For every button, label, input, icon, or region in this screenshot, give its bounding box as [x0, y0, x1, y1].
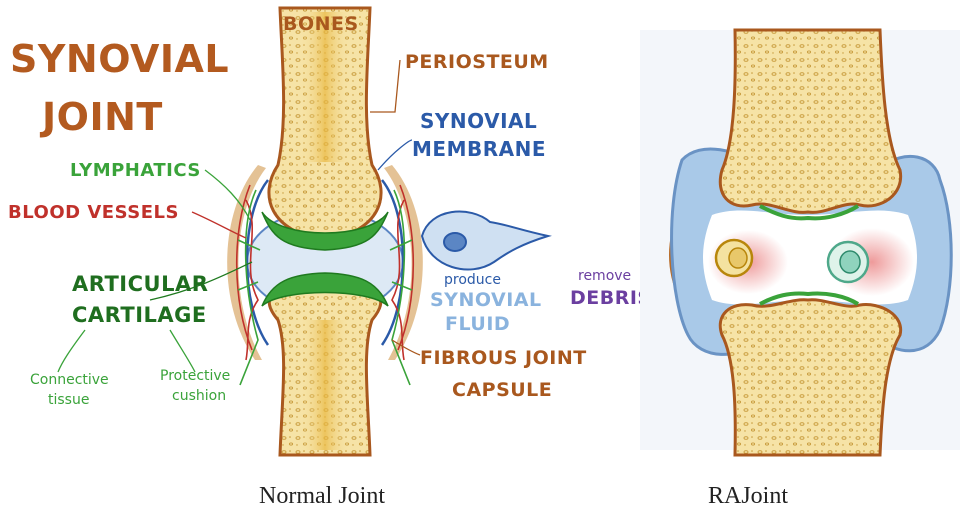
label-synovial-membrane-2: MEMBRANE: [412, 137, 546, 161]
label-blood-vessels: BLOOD VESSELS: [8, 202, 179, 223]
synoviocyte-cell: [422, 212, 548, 270]
synoviocyte-nucleus: [444, 233, 466, 251]
ra-immune-cell-left-nucleus: [729, 248, 747, 268]
label-connective-1: Connective: [30, 372, 109, 388]
label-articular-1: ARTICULAR: [72, 272, 208, 296]
label-remove: remove: [578, 268, 631, 284]
label-lymphatics: LYMPHATICS: [70, 160, 201, 181]
label-synovial-fluid-2: FLUID: [445, 313, 510, 335]
label-protective-2: cushion: [172, 388, 226, 404]
title-line1: SYNOVIAL: [10, 37, 229, 81]
label-protective-1: Protective: [160, 368, 230, 384]
ra-upper-bone: [720, 30, 900, 212]
title-line2: JOINT: [39, 95, 163, 139]
label-articular-2: CARTILAGE: [72, 303, 207, 327]
label-synovial-fluid-1: SYNOVIAL: [430, 289, 542, 311]
ra-lower-bone: [720, 300, 900, 455]
caption-ra-joint: RAJoint: [708, 483, 788, 509]
label-bones: BONES: [283, 13, 359, 35]
ra-joint-diagram: RAJoint: [640, 30, 960, 509]
label-periosteum: PERIOSTEUM: [405, 51, 549, 73]
normal-joint-diagram: SYNOVIAL JOINT BONES PERIOSTEUM SYNOVIAL…: [8, 8, 652, 509]
label-debris: DEBRIS: [570, 287, 652, 309]
lower-bone-marrow: [300, 320, 350, 450]
label-fibrous-1: FIBROUS JOINT: [420, 347, 587, 369]
label-connective-2: tissue: [48, 392, 89, 408]
caption-normal-joint: Normal Joint: [259, 483, 385, 509]
label-produce: produce: [444, 272, 501, 288]
label-synovial-membrane-1: SYNOVIAL: [420, 109, 537, 133]
label-fibrous-2: CAPSULE: [452, 379, 552, 401]
ra-immune-cell-right-nucleus: [840, 251, 860, 273]
